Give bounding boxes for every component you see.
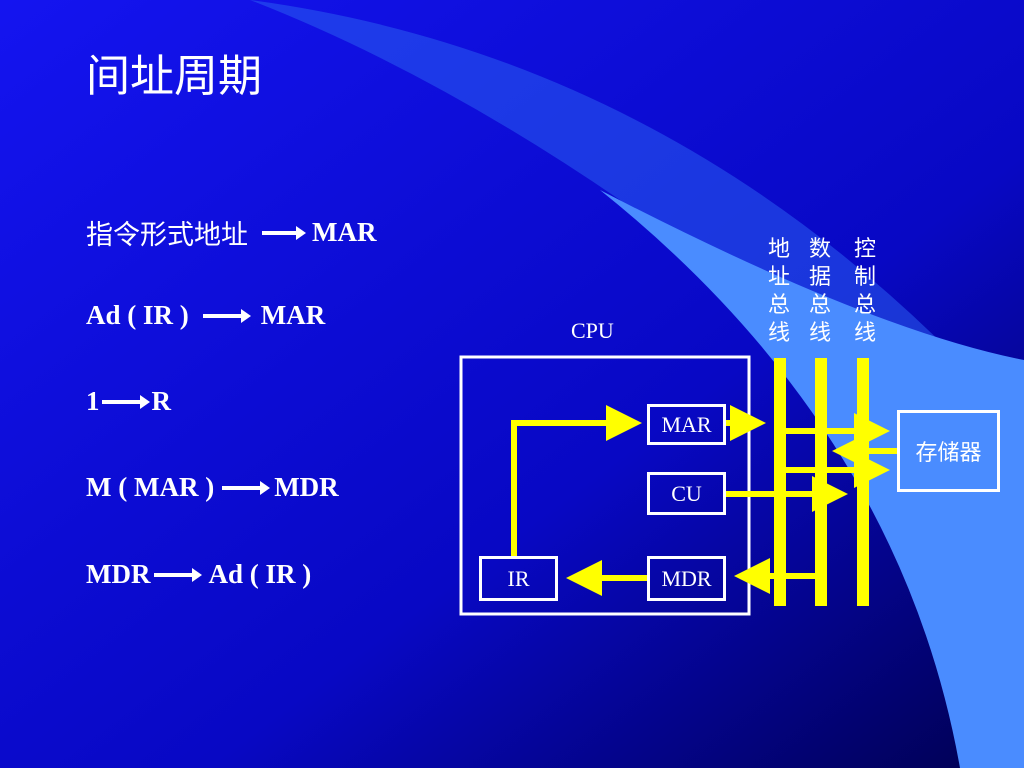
ir-register: IR [479,556,558,601]
step-2-source: Ad ( IR ) [86,300,189,330]
step-1-source: 指令形式地址 [86,220,248,251]
cu-unit: CU [647,472,726,515]
cpu-label: CPU [571,318,614,343]
arrow-right-icon [202,308,251,323]
data-bus-label: 数据总线 [808,237,831,346]
memory-box: 存储器 [897,410,1000,492]
step-2-target: MAR [260,300,326,330]
arrow-right-icon [101,394,150,409]
cpu-frame [459,355,751,616]
control-bus-label: 控制总线 [853,237,876,346]
step-5-source: MDR [86,559,151,589]
mdr-register: MDR [647,556,726,601]
address-bus-label: 地址总线 [767,237,790,346]
step-4-source: M ( MAR ) [86,472,215,502]
address-bus [774,358,786,606]
data-bus [815,358,827,606]
step-1-target: MAR [312,217,377,247]
mar-register: MAR [647,404,726,445]
step-3: 1 R [86,386,171,417]
step-4: M ( MAR ) MDR [86,472,339,503]
page-title: 间址周期 [86,51,262,102]
step-3-source: 1 [86,386,100,416]
ir-to-mar-line [511,405,642,556]
step-4-target: MDR [274,472,339,502]
step-1: 指令形式地址 MAR [86,213,376,252]
arrow-right-icon [262,225,306,240]
step-2: Ad ( IR ) MAR [86,300,325,331]
step-3-target: R [151,386,172,416]
arrow-right-icon [154,567,203,582]
step-5: MDR Ad ( IR ) [86,559,311,590]
step-5-target: Ad ( IR ) [208,559,312,589]
arrow-right-icon [222,480,271,495]
control-bus [857,358,869,606]
